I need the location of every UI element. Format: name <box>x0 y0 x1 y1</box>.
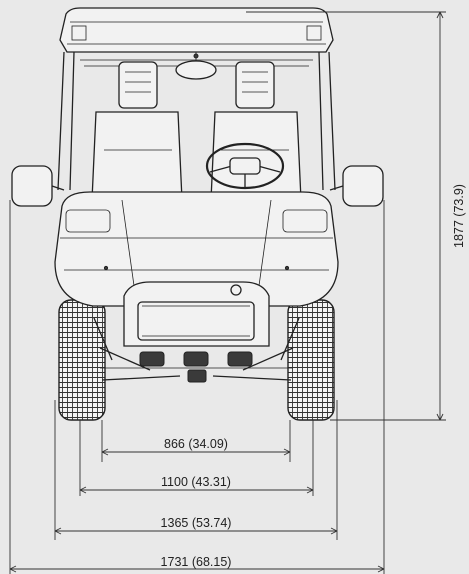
tow-hooks <box>139 351 253 367</box>
dim-overall-height: 1877 (73.9) <box>436 11 466 421</box>
dim-overall-width: 1731 (68.15) <box>9 555 385 573</box>
dim-overall-width-label: 1731 (68.15) <box>161 555 232 569</box>
dim-overall-height-label: 1877 (73.9) <box>452 184 466 248</box>
left-tire <box>58 299 106 421</box>
rear-view-mirror <box>175 60 217 80</box>
right-tire <box>287 299 335 421</box>
dim-inner-width: 1100 (43.31) <box>79 475 314 494</box>
right-side-mirror <box>329 165 384 207</box>
left-side-mirror <box>11 165 65 207</box>
dim-inner-width-label: 1100 (43.31) <box>161 475 231 489</box>
utv-front-view <box>11 7 384 421</box>
dim-outer-width: 1365 (53.74) <box>54 516 338 535</box>
dim-track-front: 866 (34.09) <box>101 437 291 456</box>
steering-wheel <box>205 142 285 190</box>
dim-track-front-label: 866 (34.09) <box>164 437 228 451</box>
license-plate-area <box>137 301 255 341</box>
hood <box>54 191 339 307</box>
right-seat <box>210 61 302 201</box>
left-seat <box>91 61 183 201</box>
dim-outer-width-label: 1365 (53.74) <box>161 516 232 530</box>
roof <box>59 7 334 53</box>
